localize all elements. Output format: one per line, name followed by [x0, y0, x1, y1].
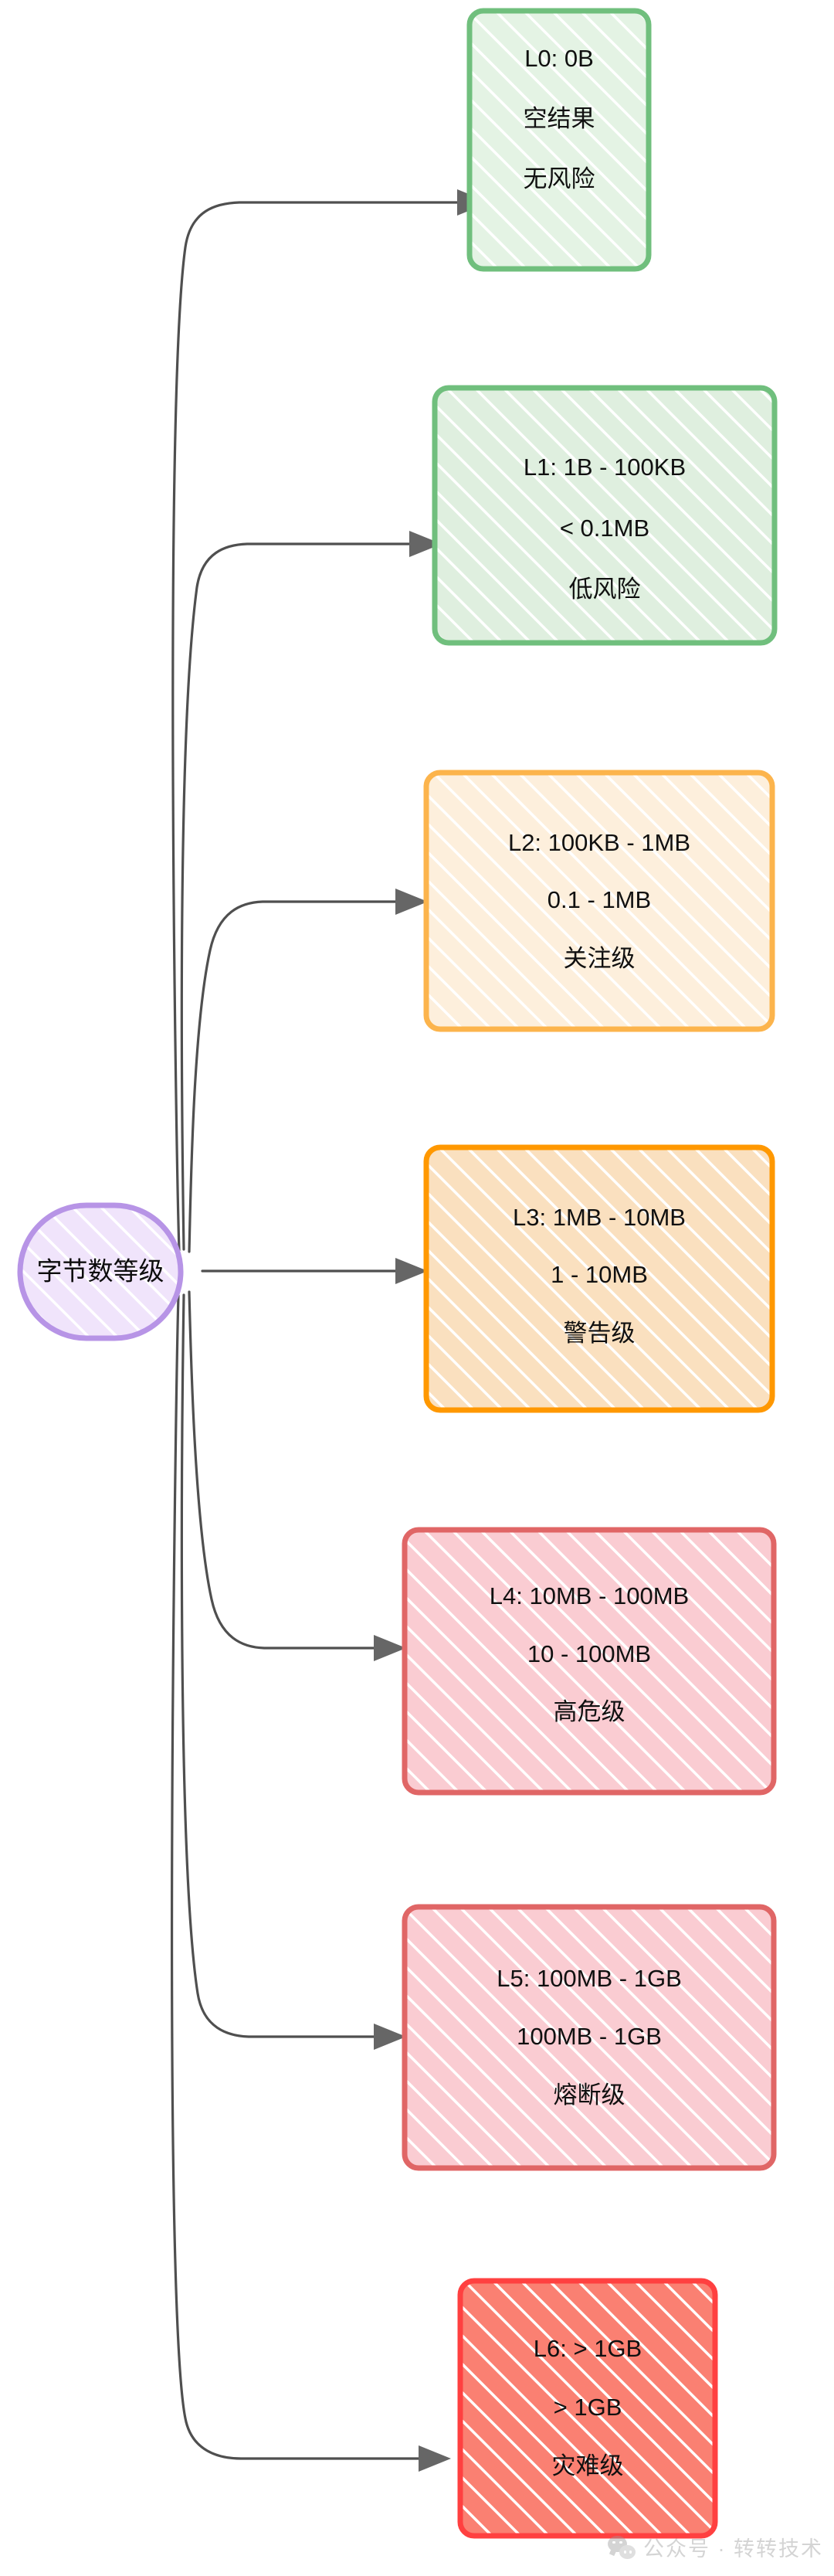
L3-line1: L3: 1MB - 10MB [513, 1204, 686, 1231]
L5-line2: 100MB - 1GB [517, 2023, 662, 2050]
edge-root-to-L5 [180, 1293, 406, 2050]
L3-line3: 警告级 [564, 1320, 636, 1347]
node-L5[interactable]: L5: 100MB - 1GB 100MB - 1GB 熔断级 [402, 1904, 777, 2171]
L2-line2: 0.1 - 1MB [548, 886, 651, 913]
node-L4[interactable]: L4: 10MB - 100MB 10 - 100MB 高危级 [402, 1527, 777, 1796]
L6-node-shape [457, 2278, 718, 2539]
L6-line2: > 1GB [554, 2394, 622, 2421]
L1-line3: 低风险 [569, 576, 641, 603]
L2-line3: 关注级 [564, 945, 636, 972]
node-L6[interactable]: L6: > 1GB > 1GB 灾难级 [457, 2278, 718, 2539]
edge-root-to-L2 [188, 889, 428, 1253]
node-L2[interactable]: L2: 100KB - 1MB 0.1 - 1MB 关注级 [423, 770, 775, 1032]
L6-line1: L6: > 1GB [534, 2335, 642, 2362]
edge-root-to-L0 [171, 189, 490, 1252]
L4-node-shape [402, 1527, 777, 1796]
node-root[interactable]: 字节数等级 [17, 1202, 184, 1341]
L3-node-shape [423, 1144, 775, 1413]
L4-line1: L4: 10MB - 100MB [490, 1582, 689, 1609]
L1-line2: < 0.1MB [560, 515, 649, 542]
root-node-label: 字节数等级 [37, 1257, 164, 1286]
node-L3[interactable]: L3: 1MB - 10MB 1 - 10MB 警告级 [423, 1144, 775, 1413]
L6-line3: 灾难级 [552, 2452, 624, 2479]
L0-node-shape [466, 8, 652, 272]
edges-layer [170, 189, 490, 2472]
L1-node-shape [432, 385, 778, 646]
node-L0[interactable]: L0: 0B 空结果 无风险 [466, 8, 652, 272]
L5-line3: 熔断级 [554, 2082, 626, 2109]
L0-line3: 无风险 [524, 165, 595, 192]
edge-root-to-L6 [170, 1294, 451, 2472]
edge-root-to-L1 [180, 531, 442, 1251]
L3-line2: 1 - 10MB [551, 1261, 648, 1288]
L2-node-shape [423, 770, 775, 1032]
edge-root-to-L4 [188, 1290, 406, 1661]
L0-line1: L0: 0B [524, 45, 594, 72]
L5-node-shape [402, 1904, 777, 2171]
L2-line1: L2: 100KB - 1MB [508, 829, 690, 856]
root-node-shape [17, 1202, 184, 1341]
node-L1[interactable]: L1: 1B - 100KB < 0.1MB 低风险 [432, 385, 778, 646]
L4-line3: 高危级 [554, 1698, 626, 1725]
L0-line2: 空结果 [524, 105, 595, 132]
L5-line1: L5: 100MB - 1GB [497, 1965, 682, 1992]
L1-line1: L1: 1B - 100KB [524, 454, 686, 481]
edge-root-to-L3 [201, 1258, 428, 1284]
L4-line2: 10 - 100MB [527, 1640, 651, 1667]
